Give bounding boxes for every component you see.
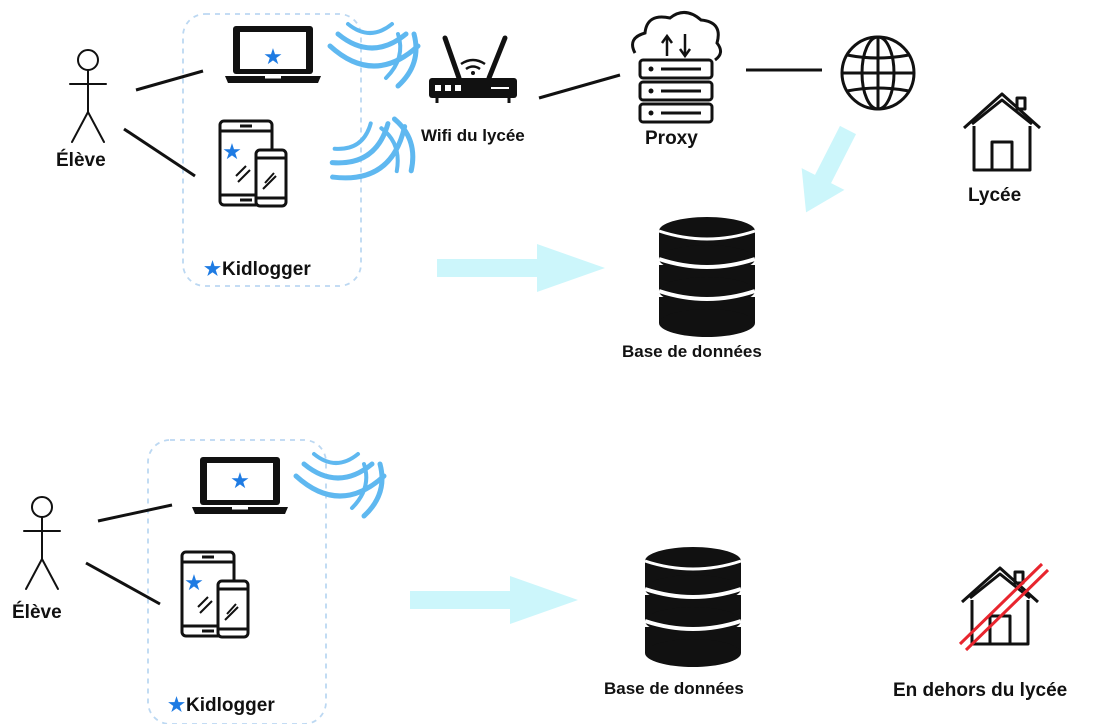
label-db-top: Base de données xyxy=(622,342,762,361)
star-icon: ★ xyxy=(222,140,242,165)
star-icon: ★ xyxy=(204,259,222,280)
arrow-icon-kidlogger-to-db-top xyxy=(437,244,605,292)
link-student-tablet-top xyxy=(123,127,196,178)
link-student-laptop-top xyxy=(135,69,204,92)
wifi-signal-icon-bottom xyxy=(296,454,384,516)
label-proxy: Proxy xyxy=(645,128,698,149)
laptop-icon-bottom: ★ xyxy=(192,457,288,514)
label-outside: En dehors du lycée xyxy=(893,680,1068,701)
tablet-phone-icon-bottom: ★ xyxy=(180,550,250,639)
link-student-tablet-bottom xyxy=(85,561,161,606)
label-eleve-top: Élève xyxy=(56,150,106,171)
house-icon-top xyxy=(962,92,1042,172)
label-kidlogger-top: ★Kidlogger xyxy=(204,258,311,281)
globe-icon xyxy=(840,35,916,111)
link-router-proxy xyxy=(538,73,621,100)
student-icon-bottom xyxy=(23,496,61,590)
wifi-signal-icon-top-2 xyxy=(320,109,428,210)
star-icon: ★ xyxy=(263,45,283,70)
kidlogger-bottom-text: Kidlogger xyxy=(186,695,275,716)
star-icon: ★ xyxy=(184,571,204,596)
label-eleve-bottom: Élève xyxy=(12,602,62,623)
arrow-icon-globe-to-db xyxy=(784,119,870,224)
student-icon-top xyxy=(69,49,107,143)
kidlogger-group-bottom xyxy=(147,439,327,724)
crossed-house-icon xyxy=(958,562,1050,652)
label-db-bottom: Base de données xyxy=(604,679,744,698)
tablet-phone-icon-top: ★ xyxy=(218,119,288,208)
star-icon: ★ xyxy=(168,695,186,716)
wifi-signal-icon-top-1 xyxy=(330,24,418,86)
kidlogger-top-text: Kidlogger xyxy=(222,259,311,280)
label-kidlogger-bottom: ★Kidlogger xyxy=(168,694,275,717)
link-student-laptop-bottom xyxy=(97,503,173,523)
database-icon-top xyxy=(657,215,757,339)
label-lycee: Lycée xyxy=(968,185,1022,206)
router-icon xyxy=(429,35,517,103)
arrow-icon-kidlogger-to-db-bottom xyxy=(410,576,578,624)
star-icon: ★ xyxy=(230,469,250,494)
kidlogger-group-top xyxy=(182,13,362,287)
laptop-icon-top: ★ xyxy=(225,26,321,83)
database-icon-bottom xyxy=(643,545,743,669)
cloud-server-icon xyxy=(631,11,722,124)
label-wifi: Wifi du lycée xyxy=(421,126,525,145)
